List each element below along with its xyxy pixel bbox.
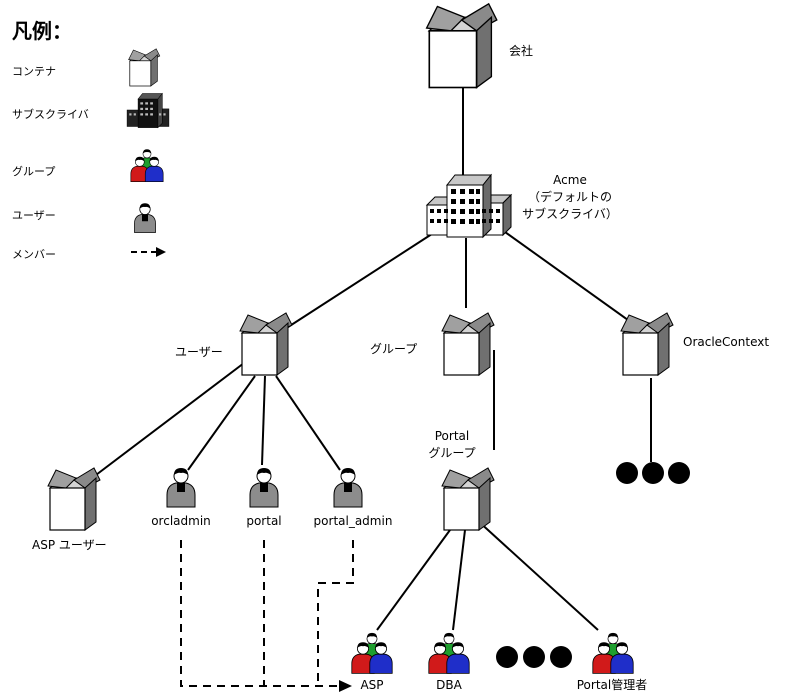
node-portal-admin-label: portal_admin [313,514,393,528]
node-asp-label: ASP [360,678,384,692]
group-dba-icon [428,632,470,674]
node-asp-users-label: ASP ユーザー [32,538,107,552]
node-dba-label: DBA [436,678,462,692]
group-portal-admins-icon [592,632,634,674]
node-acme-label-line1: Acme [553,173,587,187]
more-dots-oraclecontext [616,462,690,484]
member-arrows [180,540,354,687]
more-dots-groups [496,646,572,668]
legend-member-arrow [131,247,166,257]
legend-title: 凡例： [12,19,72,43]
node-portal-admins-label: Portal管理者 [576,678,648,692]
legend-subscriber-icon [126,92,170,129]
legend-label-container: コンテナ [12,65,56,78]
node-orcladmin-label: orcladmin [151,514,211,528]
node-groups-label: グループ [370,342,418,356]
legend-user-icon [134,202,156,233]
legend-label-member: メンバー [12,248,56,261]
legend-group-icon [130,148,164,183]
user-portal-admin-icon [333,467,363,508]
user-orcladmin-icon [166,467,196,508]
legend-label-group: グループ [12,165,56,178]
legend-label-user: ユーザー [12,209,56,222]
legend-container-icon [128,48,161,87]
hierarchy-lines [91,80,652,631]
node-company-label: 会社 [509,44,534,58]
container-users-icon [239,312,293,376]
container-groups-icon [441,312,495,376]
legend-label-subscriber: サブスクライバ [12,108,89,121]
node-portal-label: portal [246,514,282,528]
node-portal-groups-label-line2: グループ [428,446,476,460]
group-asp-icon [351,632,393,674]
node-users-label: ユーザー [175,345,223,359]
node-oraclecontext-label: OracleContext [683,335,770,349]
container-portal-groups-icon [441,467,495,531]
acme-building-icon [425,173,513,239]
node-acme-label-line3: サブスクライバ） [522,207,618,221]
container-company-icon [425,2,498,89]
node-acme-label-line2: （デフォルトの [527,190,612,204]
user-portal-icon [249,467,279,508]
member-arrow-head [339,680,352,692]
container-asp-users-icon [47,467,101,531]
node-portal-groups-label-line1: Portal [434,429,470,443]
container-oraclecontext-icon [620,312,674,376]
